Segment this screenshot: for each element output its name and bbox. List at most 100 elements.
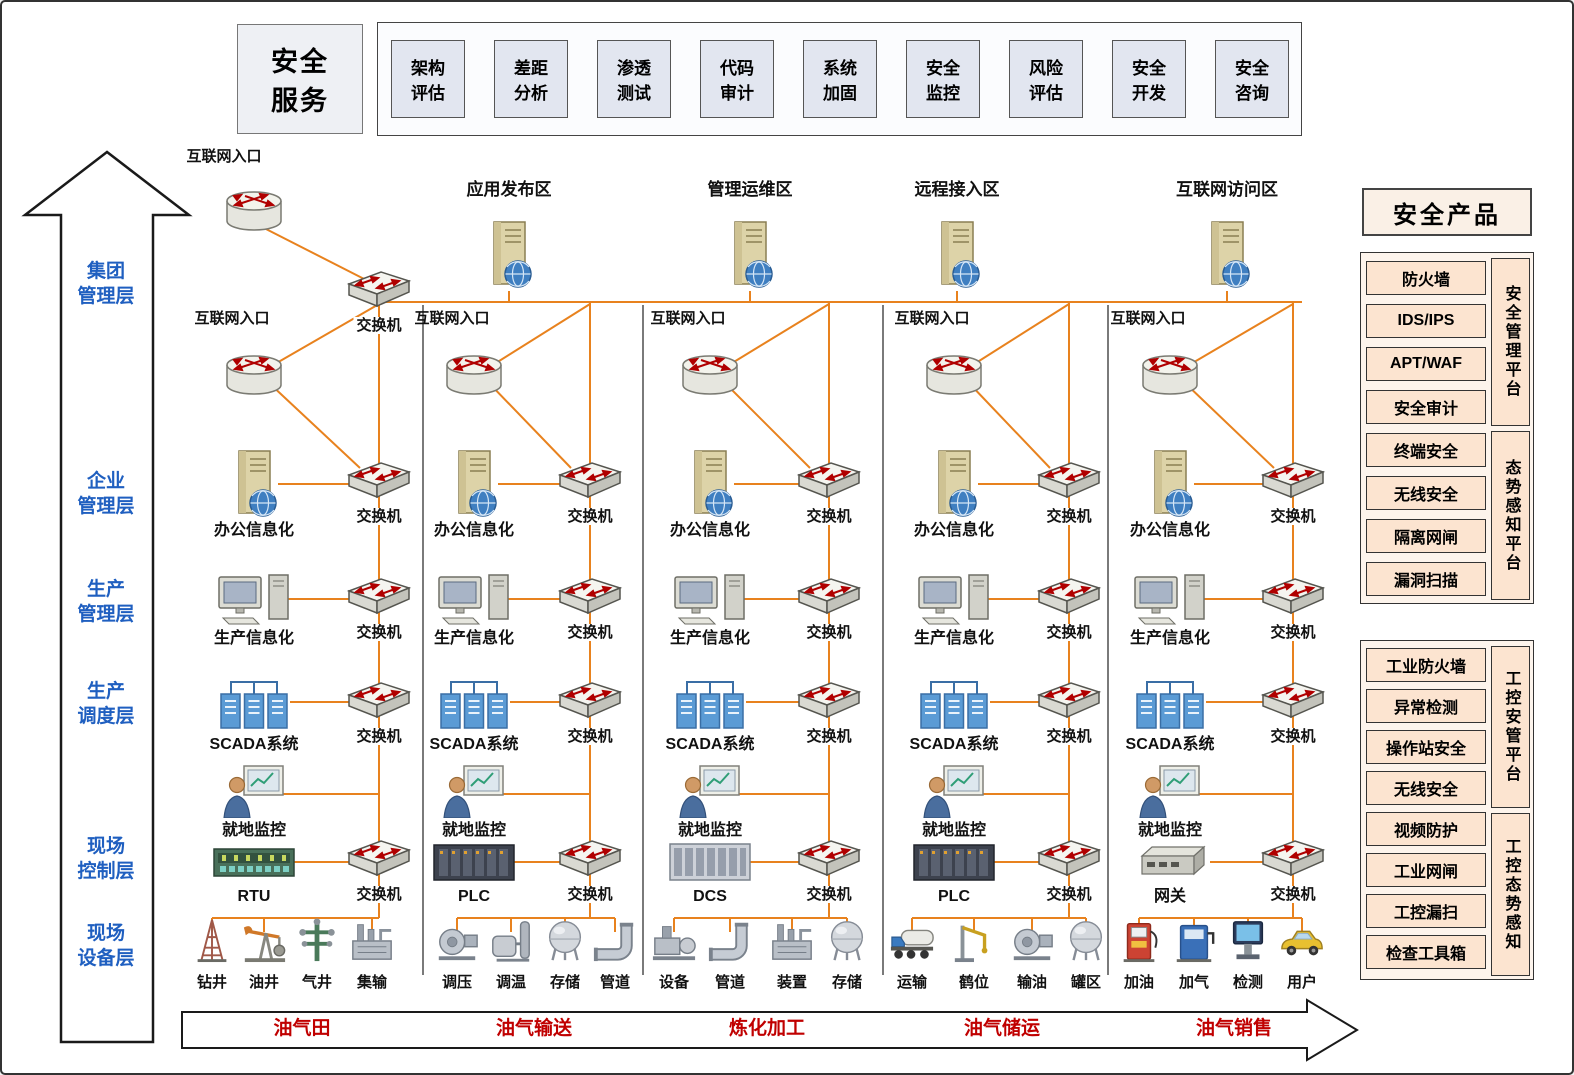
production-label: 生产信息化 <box>669 630 751 647</box>
internet-entry-label: 互联网入口 <box>650 310 726 327</box>
security-service-title: 安全 服务 <box>237 24 363 134</box>
equipment-label: 集输 <box>356 974 388 991</box>
service-item: 架构 评估 <box>391 40 465 118</box>
router-icon <box>222 186 286 234</box>
service-item: 安全 咨询 <box>1215 40 1289 118</box>
switch-label: 交换机 <box>803 624 855 642</box>
equipment-icon <box>824 917 870 963</box>
switch-label: 交换机 <box>564 508 616 526</box>
controller-icon <box>212 840 296 884</box>
product-item: 隔离网闸 <box>1366 519 1486 553</box>
equipment-icon <box>1171 917 1217 963</box>
production-pc-icon <box>917 572 991 626</box>
equipment-label: 罐区 <box>1070 974 1102 991</box>
equipment-label: 存储 <box>549 974 581 991</box>
switch-icon <box>793 678 865 722</box>
monitor-label: 就地监控 <box>441 822 507 839</box>
scada-icon <box>436 672 512 732</box>
switch-label: 交换机 <box>1267 508 1319 526</box>
switch-icon <box>1033 574 1105 618</box>
production-pc-icon <box>217 572 291 626</box>
equipment-icon <box>349 917 395 963</box>
product-item: 防火墙 <box>1366 261 1486 295</box>
layer-label: 生产 管理层 <box>77 579 135 625</box>
router-icon <box>678 350 742 398</box>
controller-label: DCS <box>693 888 727 905</box>
segment-label: 油气田 <box>273 1018 331 1039</box>
controller-icon <box>432 840 516 884</box>
switch-icon <box>1257 678 1329 722</box>
equipment-label: 管道 <box>599 974 631 991</box>
equipment-icon <box>707 917 753 963</box>
controller-label: PLC <box>938 888 970 905</box>
production-label: 生产信息化 <box>1129 630 1211 647</box>
switch-label: 交换机 <box>803 886 855 904</box>
equipment-label: 调压 <box>441 974 473 991</box>
switch-label: 交换机 <box>1043 886 1095 904</box>
scada-icon <box>1132 672 1208 732</box>
controller-label: RTU <box>237 888 271 905</box>
internet-entry-label: 互联网入口 <box>1110 310 1186 327</box>
office-label: 办公信息化 <box>913 522 995 539</box>
zone-server-icon <box>929 219 985 291</box>
internet-entry-label: 互联网入口 <box>186 148 262 165</box>
product-item: APT/WAF <box>1366 347 1486 381</box>
switch-icon <box>554 574 626 618</box>
equipment-label: 运输 <box>896 974 928 991</box>
product-item: 无线安全 <box>1366 771 1486 805</box>
scada-label: SCADA系统 <box>429 736 519 753</box>
product-item: 终端安全 <box>1366 433 1486 467</box>
service-item: 风险 评估 <box>1009 40 1083 118</box>
switch-icon <box>343 836 415 880</box>
controller-icon <box>1134 842 1206 882</box>
switch-label: 交换机 <box>353 728 405 746</box>
operator-icon <box>1138 764 1202 818</box>
operator-icon <box>442 764 506 818</box>
monitor-label: 就地监控 <box>1137 822 1203 839</box>
switch-icon <box>793 458 865 502</box>
switch-label: 交换机 <box>803 728 855 746</box>
switch-label: 交换机 <box>1043 508 1095 526</box>
service-item: 系统 加固 <box>803 40 877 118</box>
equipment-icon <box>434 917 480 963</box>
switch-icon <box>793 836 865 880</box>
service-item: 渗透 测试 <box>597 40 671 118</box>
product-item: 视频防护 <box>1366 812 1486 846</box>
operator-icon <box>922 764 986 818</box>
switch-label: 交换机 <box>803 508 855 526</box>
switch-icon <box>343 267 415 311</box>
zone-server-icon <box>481 219 537 291</box>
equipment-icon <box>769 917 815 963</box>
segment-label: 油气储运 <box>963 1018 1041 1039</box>
office-server-icon <box>682 448 738 520</box>
product-item: IDS/IPS <box>1366 304 1486 338</box>
equipment-icon <box>488 917 534 963</box>
layer-label: 生产 调度层 <box>77 681 135 727</box>
flow-arrow <box>181 998 1359 1062</box>
switch-icon <box>1033 836 1105 880</box>
switch-icon <box>793 574 865 618</box>
equipment-icon <box>189 917 235 963</box>
switch-label: 交换机 <box>564 728 616 746</box>
switch-icon <box>1257 574 1329 618</box>
equipment-icon <box>542 917 588 963</box>
scada-icon <box>672 672 748 732</box>
product-item: 工控漏扫 <box>1366 894 1486 928</box>
layer-label: 现场 设备层 <box>77 923 135 969</box>
switch-icon <box>554 678 626 722</box>
product-item: 无线安全 <box>1366 476 1486 510</box>
internet-entry-label: 互联网入口 <box>194 310 270 327</box>
layer-label: 现场 控制层 <box>77 836 135 882</box>
production-pc-icon <box>1133 572 1207 626</box>
router-icon <box>1138 350 1202 398</box>
office-server-icon <box>926 448 982 520</box>
segment-label: 油气输送 <box>495 1018 573 1039</box>
zone-label: 互联网访问区 <box>1176 180 1278 199</box>
production-label: 生产信息化 <box>913 630 995 647</box>
equipment-label: 设备 <box>658 974 690 991</box>
office-server-icon <box>1142 448 1198 520</box>
platform-label: 态势感知平台 <box>1491 431 1530 600</box>
scada-icon <box>916 672 992 732</box>
scada-label: SCADA系统 <box>1125 736 1215 753</box>
product-item: 检查工具箱 <box>1366 935 1486 969</box>
